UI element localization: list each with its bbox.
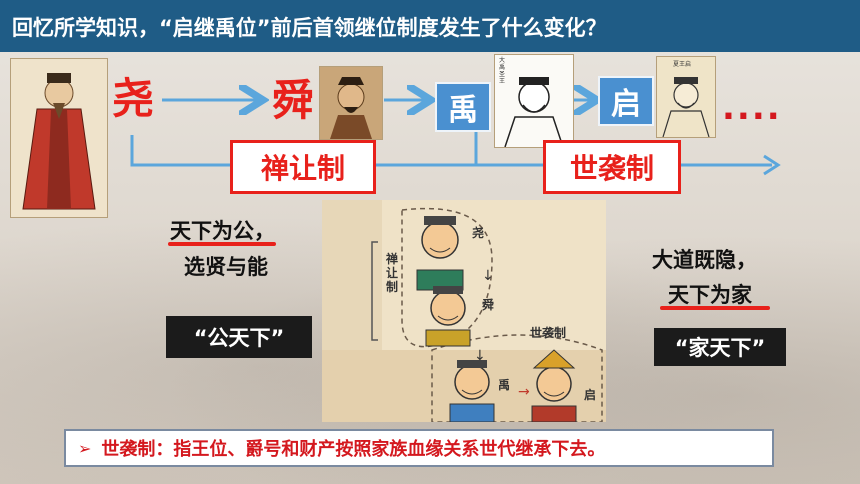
cartoon-drawing: ↓ ↓ →: [322, 200, 606, 422]
node-shun: 舜: [272, 76, 315, 125]
left-quote-line1: 天下为公，: [170, 219, 275, 243]
qi-portrait: 夏王启: [656, 56, 716, 138]
svg-text:↓: ↓: [474, 348, 486, 364]
label-chanrang: 禅让制: [230, 140, 376, 194]
cartoon-label-qi: 启: [584, 388, 597, 402]
definition-text: 世袭制：指王位、爵号和财产按照家族血缘关系世代继承下去。: [101, 439, 606, 460]
shun-figure-icon: [320, 67, 382, 139]
badge-gong-tianxia: “公天下”: [166, 316, 312, 358]
cartoon-label-yu: 禹: [498, 378, 511, 392]
svg-text:→: →: [518, 384, 530, 400]
node-qi: 启: [598, 76, 654, 126]
yu-portrait: 大禹圣王: [494, 54, 574, 148]
title-bar: 回忆所学知识，“启继禹位”前后首领继位制度发生了什么变化？: [0, 0, 860, 52]
arrow-bullet-icon: ➢: [78, 438, 92, 458]
right-underline: [660, 306, 770, 310]
yao-figure-icon: [11, 59, 107, 217]
svg-text:↓: ↓: [482, 268, 494, 284]
right-quote-line2: 天下为家: [668, 283, 752, 307]
definition-note: ➢ 世袭制：指王位、爵号和财产按照家族血缘关系世代继承下去。: [64, 429, 774, 467]
qi-portrait-caption: 夏王启: [673, 61, 692, 68]
right-quote-line1: 大道既隐，: [652, 248, 757, 272]
succession-cartoon: ↓ ↓ → 禅让制 尧 舜 禹 启 世袭制: [322, 200, 606, 422]
node-yao: 尧: [112, 74, 155, 123]
cartoon-label-shixi: 世袭制: [530, 326, 567, 340]
badge-jia-tianxia: “家天下”: [654, 328, 786, 366]
node-yu: 禹: [435, 82, 491, 132]
qi-figure-icon: [657, 57, 715, 137]
yu-portrait-caption: 大禹圣王: [499, 57, 506, 85]
cartoon-label-shun: 舜: [482, 298, 495, 312]
cartoon-label-yao: 尧: [472, 226, 485, 240]
label-shixi: 世袭制: [543, 140, 681, 194]
yu-figure-icon: [495, 55, 573, 147]
left-quote-line2: 选贤与能: [184, 255, 268, 279]
cartoon-label-chanrang: 禅让制: [386, 252, 399, 294]
left-underline: [168, 242, 276, 246]
page-title: 回忆所学知识，“启继禹位”前后首领继位制度发生了什么变化？: [12, 16, 607, 40]
shun-portrait: [319, 66, 383, 140]
ellipsis: ....: [722, 88, 782, 128]
yao-portrait: [10, 58, 108, 218]
